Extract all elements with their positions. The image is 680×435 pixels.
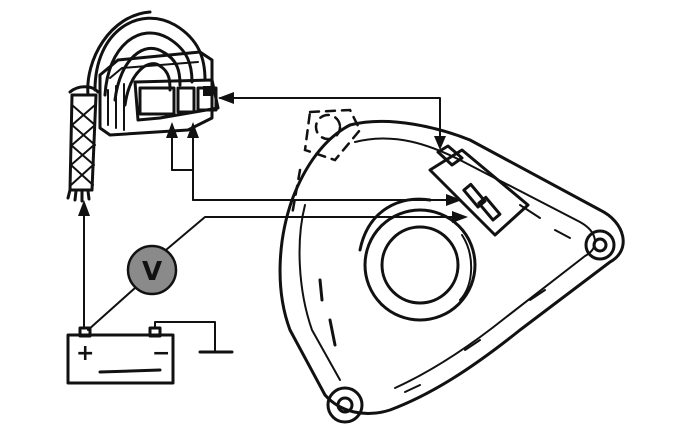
voltmeter-label: V [142,257,162,287]
battery: + − [66,200,234,385]
voltmeter: V [87,244,178,331]
battery-negative-sign: − [152,341,170,366]
alternator [278,108,625,424]
test-wires [159,92,468,256]
connector-plug [98,50,220,137]
wiring-harness [66,10,207,203]
battery-positive-sign: + [76,341,94,366]
voltmeter-dial [126,244,178,296]
